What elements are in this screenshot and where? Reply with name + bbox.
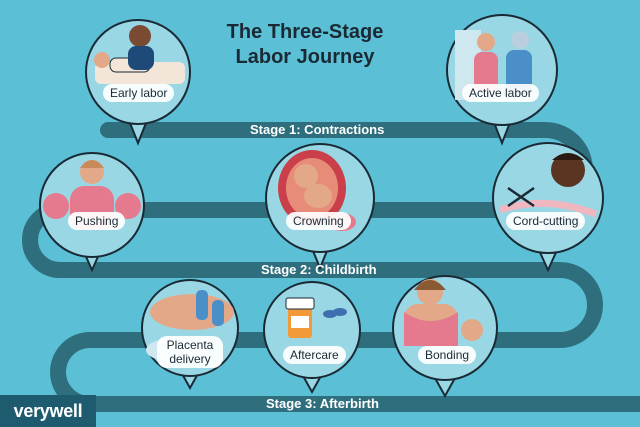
title-line-1: The Three-Stage	[226, 21, 384, 43]
bubble-cord-cutting	[492, 142, 604, 273]
diagram-title: The Three-Stage Labor Journey	[180, 20, 430, 70]
step-label-crowning: Crowning	[286, 212, 351, 230]
step-label-pushing: Pushing	[68, 212, 126, 230]
stage-1-label: Stage 1: Contractions	[250, 122, 385, 137]
step-label-early-labor: Early labor	[103, 84, 175, 102]
step-label-placenta-delivery: Placenta delivery	[157, 336, 223, 368]
step-label-cord-cutting: Cord-cutting	[506, 212, 586, 230]
pill-bottle-icon	[285, 297, 347, 338]
nurse-helping-icon	[455, 30, 532, 100]
step-label-active-labor: Active labor	[462, 84, 539, 102]
stage-2-label: Stage 2: Childbirth	[261, 262, 377, 277]
bubble-crowning	[265, 143, 375, 271]
stage-3-label: Stage 3: Afterbirth	[266, 396, 379, 411]
bubble-pushing	[39, 152, 145, 273]
verywell-logo: verywell	[0, 395, 96, 427]
bubble-aftercare	[263, 281, 361, 395]
bubble-placenta-delivery	[141, 279, 239, 391]
bubble-bonding	[392, 275, 498, 399]
couple-bed-icon	[94, 25, 185, 84]
title-line-2: Labor Journey	[235, 46, 375, 68]
step-label-aftercare: Aftercare	[283, 346, 346, 364]
mother-baby-icon	[404, 279, 483, 346]
step-label-bonding: Bonding	[418, 346, 477, 364]
